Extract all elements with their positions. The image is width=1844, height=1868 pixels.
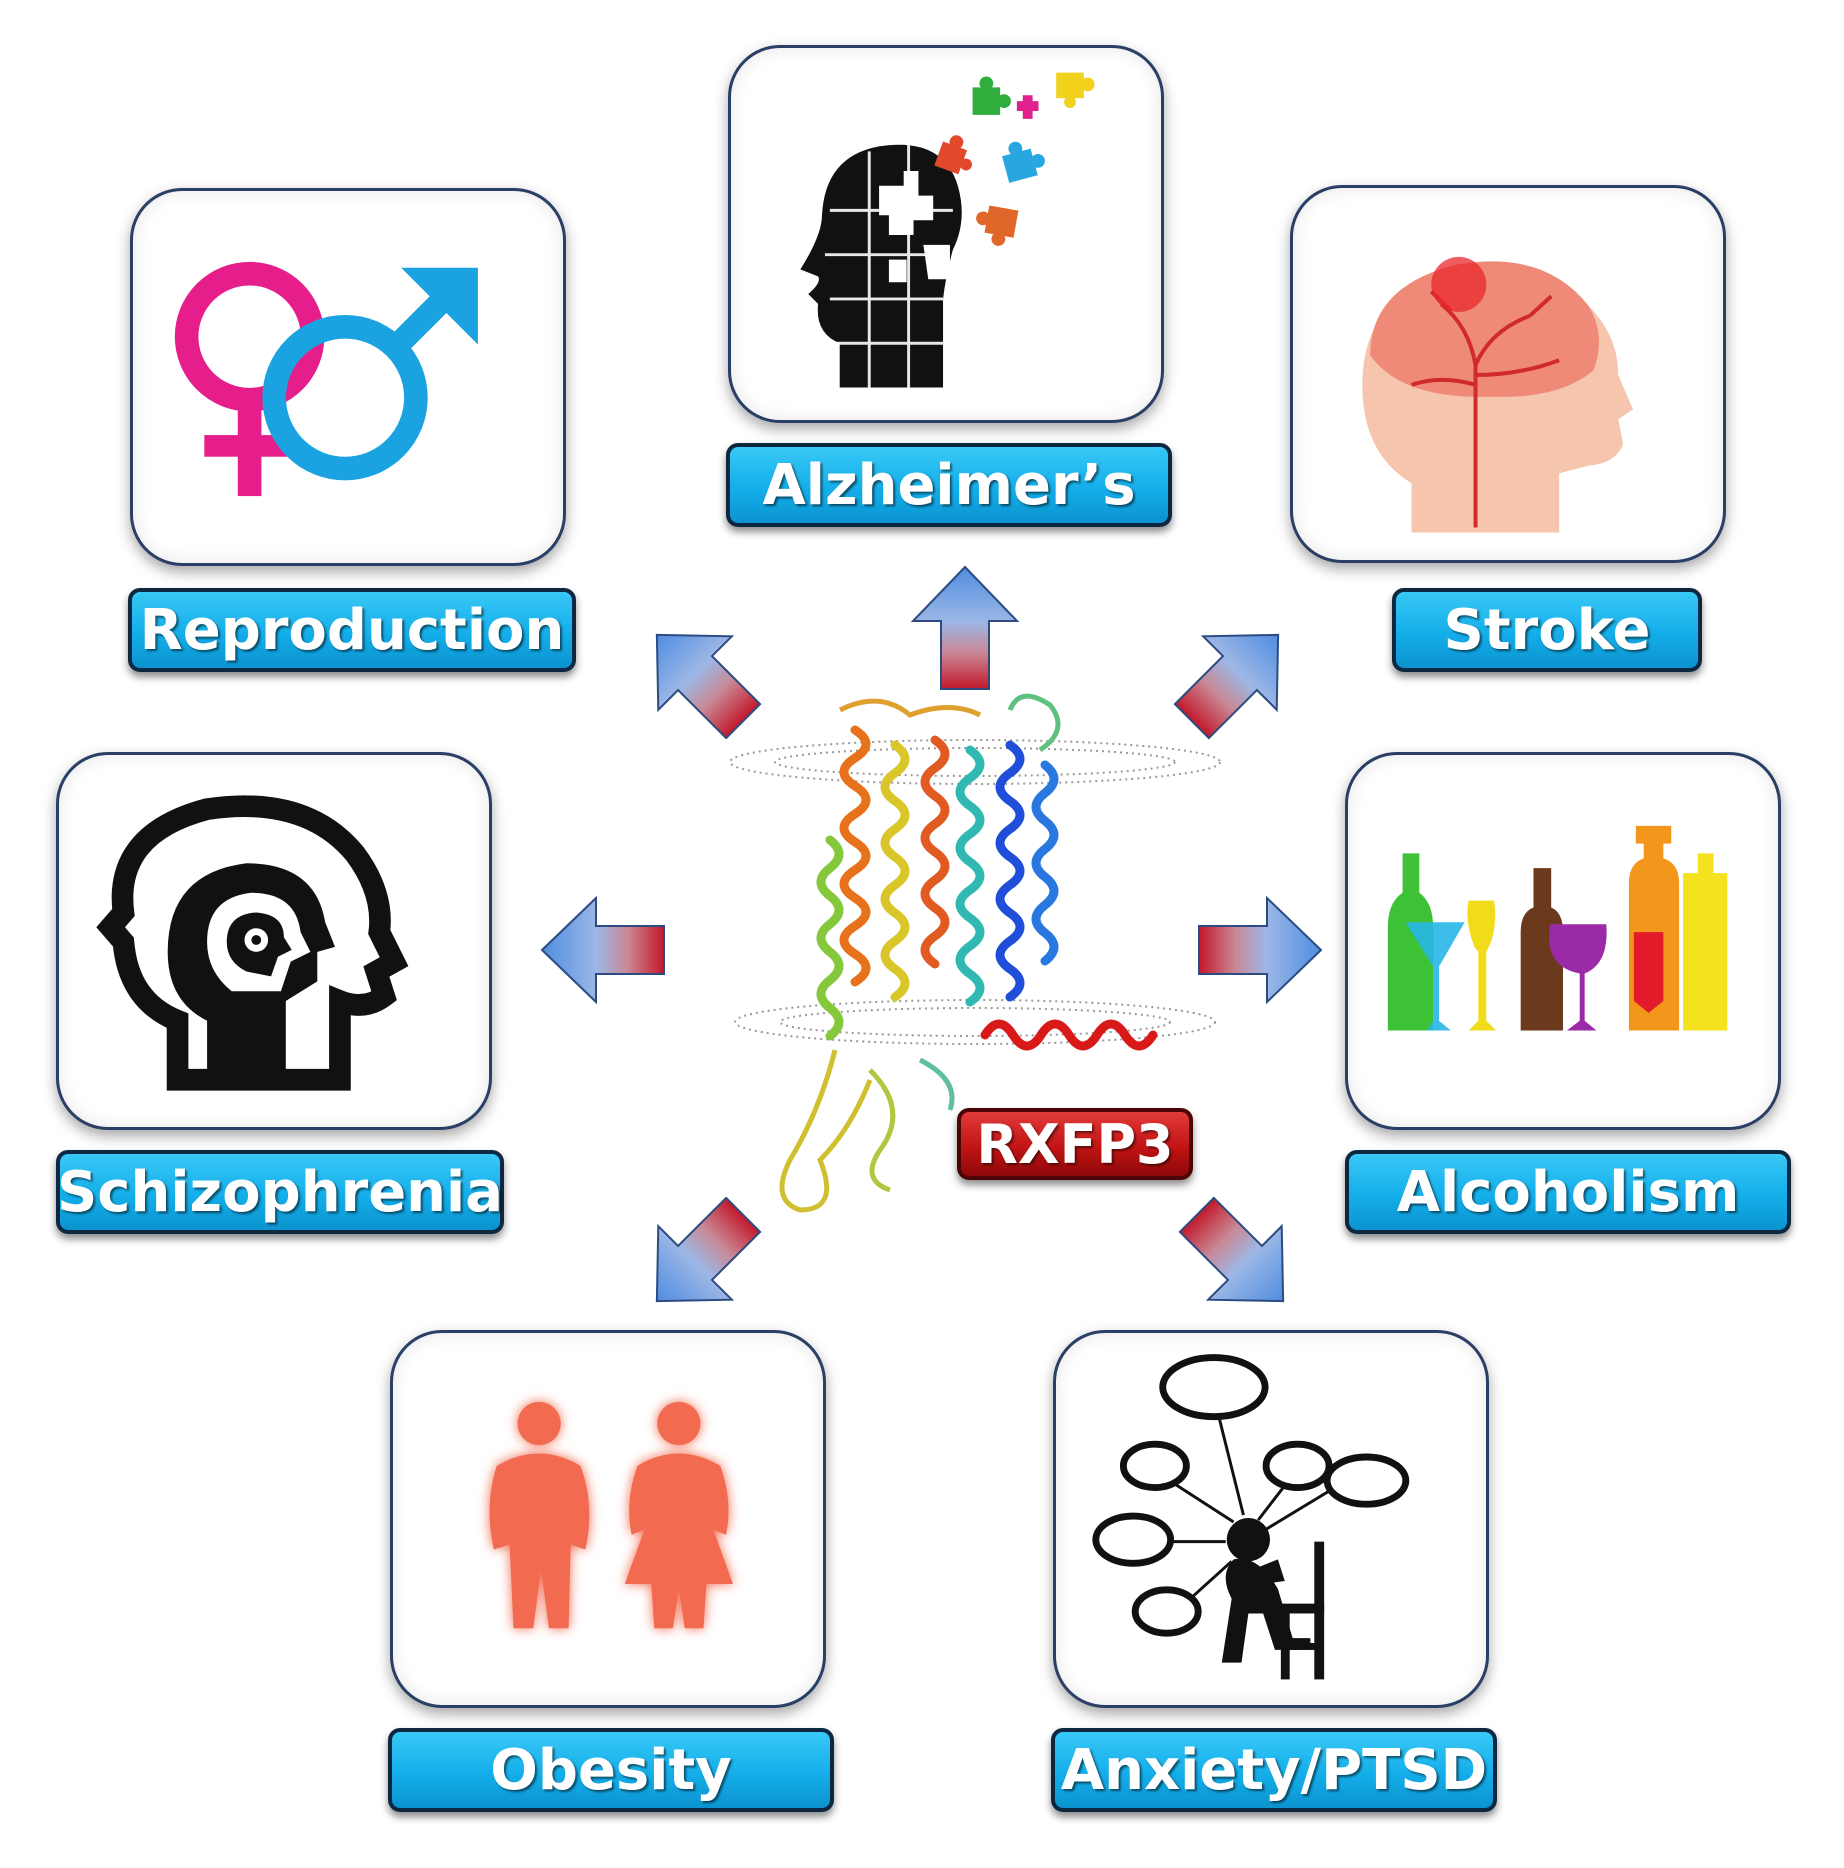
- obesity-card: [390, 1330, 826, 1708]
- stroke-card: [1290, 185, 1726, 563]
- anxiety-label: Anxiety/PTSD: [1051, 1728, 1497, 1812]
- bottles-glasses-icon: [1387, 825, 1728, 1031]
- alcoholism-label: Alcoholism: [1345, 1150, 1791, 1234]
- arrow-left: [540, 890, 666, 1010]
- reproduction-label: Reproduction: [128, 588, 576, 672]
- stroke-label: Stroke: [1392, 588, 1702, 672]
- membrane-bottom: [734, 999, 1216, 1045]
- schizophrenia-label: Schizophrenia: [56, 1150, 504, 1234]
- rxfp3-center-label: RXFP3: [957, 1108, 1193, 1180]
- alzheimers-label: Alzheimer’s: [726, 443, 1172, 527]
- puzzle-head-icon: [800, 72, 1095, 388]
- reproduction-card: [130, 188, 566, 566]
- obese-people-icon: [489, 1401, 733, 1629]
- arrow-down-left: [613, 1171, 787, 1345]
- arrow-right: [1197, 890, 1323, 1010]
- brain-stroke-icon: [1362, 256, 1633, 533]
- gender-symbols-icon: [174, 261, 478, 497]
- obesity-label: Obesity: [388, 1728, 834, 1812]
- anxious-person-icon: [1092, 1354, 1410, 1680]
- schizophrenia-card: [56, 752, 492, 1130]
- alzheimers-card: [728, 45, 1164, 423]
- arrow-up-left: [613, 591, 787, 765]
- arrow-up: [905, 565, 1025, 691]
- arrow-up-right: [1148, 591, 1322, 765]
- alcoholism-card: [1345, 752, 1781, 1130]
- anxiety-card: [1053, 1330, 1489, 1708]
- membrane-top: [729, 739, 1221, 785]
- nested-heads-icon: [96, 795, 409, 1091]
- rxfp3-protein-structure: [729, 693, 1221, 1213]
- arrow-down-right: [1153, 1171, 1327, 1345]
